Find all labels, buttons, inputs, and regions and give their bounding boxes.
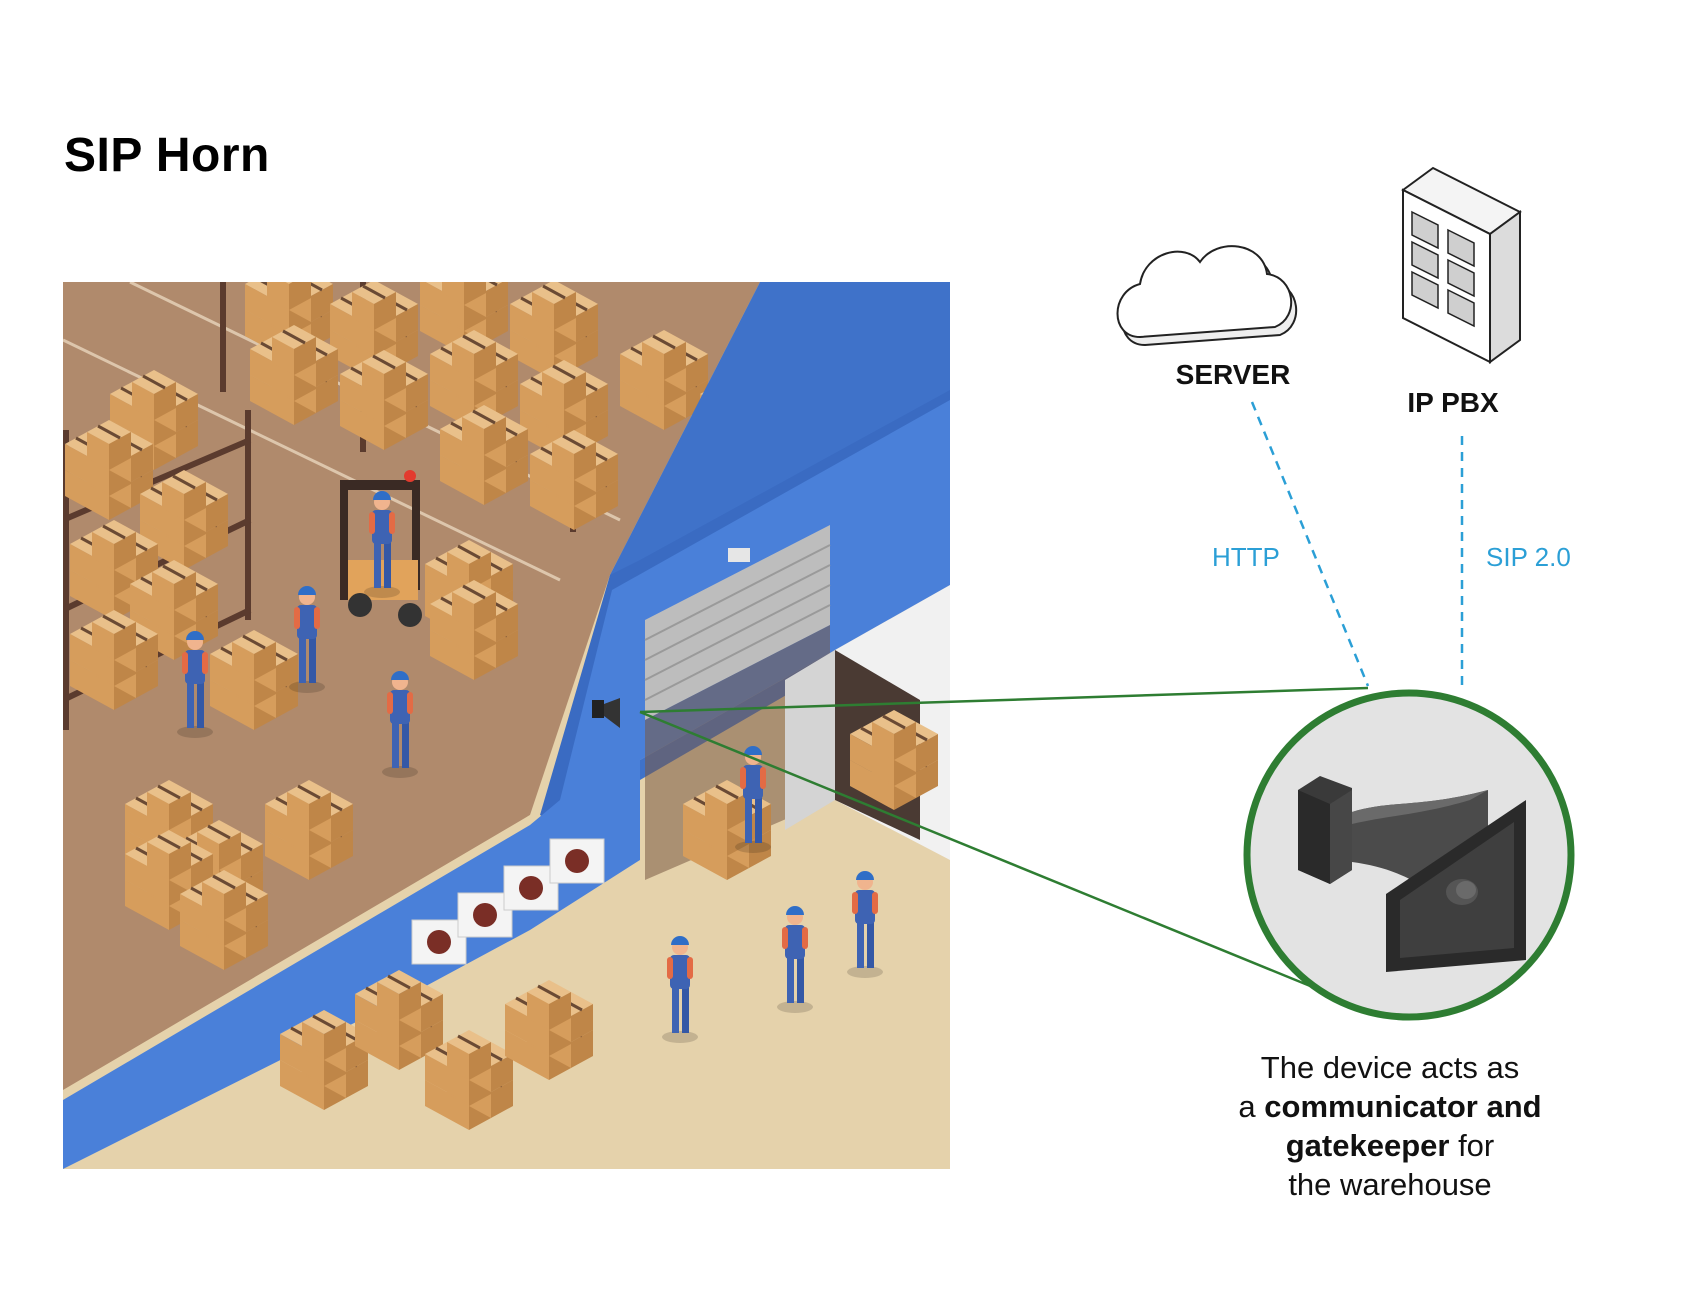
horn-speaker-icon	[1298, 776, 1526, 972]
caption-line-3-bold: gatekeeper	[1285, 1128, 1450, 1163]
forklift	[340, 470, 422, 627]
magnifier-connectors	[639, 686, 1369, 992]
caption-line-2-bold: communicator and	[1264, 1089, 1542, 1124]
ip-pbx-label: IP PBX	[1407, 387, 1499, 418]
device-caption: The device acts as a communicator and ga…	[1180, 1048, 1600, 1204]
http-link	[1250, 401, 1370, 687]
caption-line-3: gatekeeper for	[1180, 1126, 1600, 1165]
server-rack-icon	[1401, 166, 1522, 364]
page-title: SIP Horn	[64, 129, 270, 182]
caption-line-1: The device acts as	[1260, 1050, 1520, 1085]
server-label: SERVER	[1176, 359, 1291, 390]
shelving-left	[63, 370, 252, 730]
truck-trailer	[785, 585, 950, 860]
sip-label: SIP 2.0	[1486, 542, 1571, 572]
cloud-icon	[1116, 245, 1298, 347]
caption-line-3-suffix: for	[1449, 1128, 1495, 1163]
ac-units	[411, 838, 605, 965]
shelving-back	[220, 282, 788, 532]
caption-line-2: a communicator and	[1180, 1087, 1600, 1126]
http-label: HTTP	[1212, 542, 1280, 572]
warehouse-illustration	[63, 282, 950, 1169]
caption-line-2-prefix: a	[1238, 1089, 1265, 1124]
horn-wall-icon	[592, 698, 620, 728]
caption-line-4: the warehouse	[1288, 1167, 1492, 1202]
